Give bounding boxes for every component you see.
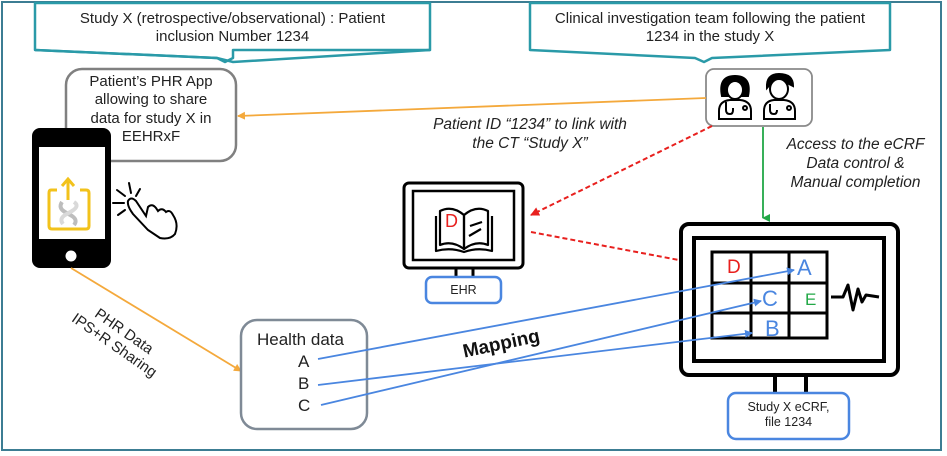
phr-sharing-arrow	[70, 267, 242, 372]
ecrf-label-line2: file 1234	[764, 415, 813, 430]
access-line1: Access to the eCRF	[786, 136, 925, 153]
ecrf-cell-d: D	[727, 257, 741, 278]
ecrf-cell-a: A	[797, 255, 812, 280]
phr-app-line4: EEHRxF	[121, 127, 181, 145]
tap-hand-icon	[112, 182, 178, 240]
health-data-item-a: A	[298, 352, 310, 371]
ecrf-cell-b: B	[765, 316, 780, 341]
ecrf-cell-e: E	[805, 290, 817, 309]
health-data-item-b: B	[298, 374, 310, 393]
mapping-arrow-b	[317, 329, 753, 386]
patient-id-link-arrow	[530, 125, 713, 216]
share-app-icon	[47, 176, 91, 231]
ecrf-label: Study X eCRF, file 1234	[728, 400, 849, 431]
open-book-icon	[434, 207, 494, 254]
team-callout: Clinical investigation team following th…	[530, 10, 890, 47]
ehr-label: EHR	[450, 283, 477, 297]
request-arrow	[237, 97, 707, 120]
ecrf-label-box	[726, 391, 851, 441]
study-callout: Study X (retrospective/observational) : …	[35, 10, 430, 47]
access-label: Access to the eCRF Data control & Manual…	[768, 136, 943, 193]
phr-app-text: Patient’s PHR App allowing to share data…	[66, 73, 236, 146]
health-data-item-c: C	[298, 396, 311, 415]
study-callout-line2: inclusion Number 1234	[155, 28, 310, 46]
phr-app-line3: data for study X in	[90, 109, 212, 127]
health-data-title: Health data	[257, 330, 344, 349]
access-line2: Data control &	[806, 154, 905, 172]
mapping-arrow-a	[317, 267, 795, 360]
phr-app-line1: Patient’s PHR App	[89, 73, 213, 90]
heartbeat-icon	[831, 283, 880, 312]
ehr-label-box	[424, 275, 503, 305]
patient-id-line1: Patient ID “1234” to link with	[433, 116, 627, 133]
ecrf-grid	[710, 250, 829, 340]
team-callout-shape	[528, 1, 892, 64]
ecrf-cell-c: C	[762, 286, 778, 311]
mapping-arrow-c	[320, 298, 762, 406]
doctors-icon	[718, 72, 796, 120]
patient-id-label: Patient ID “1234” to link with the CT “S…	[400, 116, 660, 154]
doctors-box	[705, 68, 813, 127]
team-callout-line1: Clinical investigation team following th…	[554, 10, 866, 27]
smartphone-icon	[32, 128, 111, 268]
ecrf-label-line1: Study X eCRF,	[747, 400, 830, 414]
phr-app-line2: allowing to share	[94, 91, 208, 109]
access-line3: Manual completion	[790, 173, 921, 191]
patient-id-line2: the CT “Study X”	[472, 134, 588, 152]
ehr-book-letter: D	[445, 211, 458, 231]
team-callout-line2: 1234 in the study X	[645, 28, 775, 46]
study-callout-line1: Study X (retrospective/observational) : …	[79, 10, 386, 27]
